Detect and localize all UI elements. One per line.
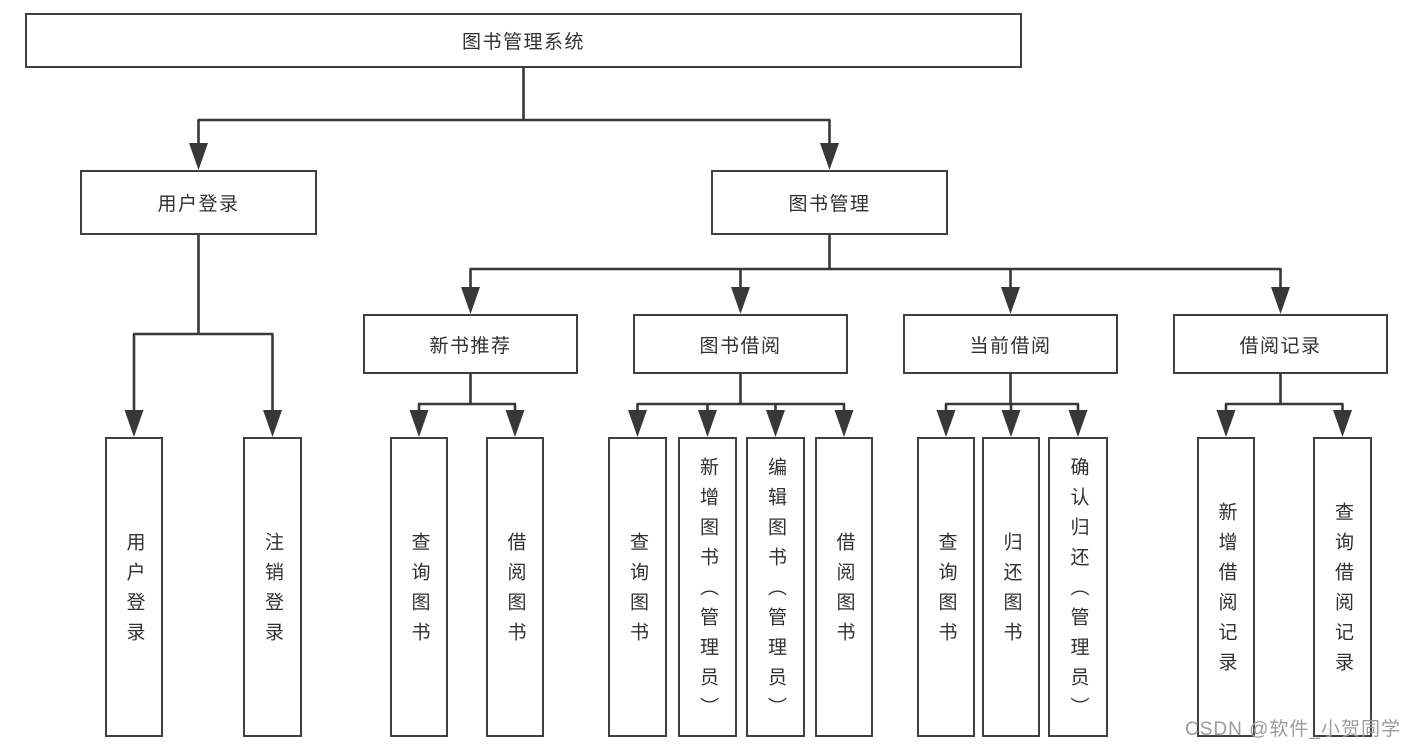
leaf-borrow-edit-books-admin: 编辑图书（管理员） [746,437,805,737]
node-label: 新书推荐 [429,335,512,357]
leaf-current-return-books: 归还图书 [982,437,1040,737]
leaf-borrow-query-books: 查询图书 [608,437,667,737]
node-label: 图书管理 [788,194,871,215]
node-label: 确认归还（管理员） [1067,456,1089,727]
leaf-newbook-query-books: 查询图书 [390,437,448,737]
node-book-management: 图书管理 [711,170,948,235]
node-new-book-recommendation: 新书推荐 [363,314,578,374]
leaf-logout: 注销登录 [243,437,302,737]
node-label: 查询图书 [935,531,957,652]
leaf-records-add-borrow-record: 新增借阅记录 [1197,437,1255,737]
node-label: 新增图书（管理员） [697,456,718,727]
node-user-login: 用户登录 [80,170,317,235]
node-label: 图书借阅 [699,335,782,357]
node-label: 借阅图书 [504,531,526,652]
node-label: 用户登录 [157,194,240,215]
node-label: 用户登录 [123,531,145,652]
node-label: 归还图书 [1000,531,1022,652]
leaf-borrow-add-books-admin: 新增图书（管理员） [678,437,737,737]
csdn-watermark: CSDN @软件_小贺同学 [1185,719,1401,740]
leaf-user-login: 用户登录 [105,437,163,737]
node-label: 查询图书 [408,531,430,652]
node-root-library-management-system: 图书管理系统 [25,13,1022,68]
node-label: 借阅图书 [833,531,855,652]
node-label: 新增借阅记录 [1215,501,1237,682]
leaf-current-confirm-return-admin: 确认归还（管理员） [1048,437,1108,737]
node-label: 查询图书 [627,531,648,652]
node-book-borrowing: 图书借阅 [633,314,848,374]
leaf-current-query-books: 查询图书 [917,437,975,737]
node-label: 图书管理系统 [461,32,585,53]
node-current-borrowing: 当前借阅 [903,314,1118,374]
node-borrowing-records: 借阅记录 [1173,314,1388,374]
node-label: 借阅记录 [1239,335,1322,357]
leaf-newbook-borrow-books: 借阅图书 [486,437,544,737]
node-label: 查询借阅记录 [1332,501,1353,682]
node-label: 注销登录 [262,531,283,652]
leaf-records-query-borrow-record: 查询借阅记录 [1313,437,1372,737]
node-label: 当前借阅 [969,335,1052,357]
leaf-borrow-borrow-books: 借阅图书 [815,437,873,737]
node-label: 编辑图书（管理员） [765,456,786,727]
